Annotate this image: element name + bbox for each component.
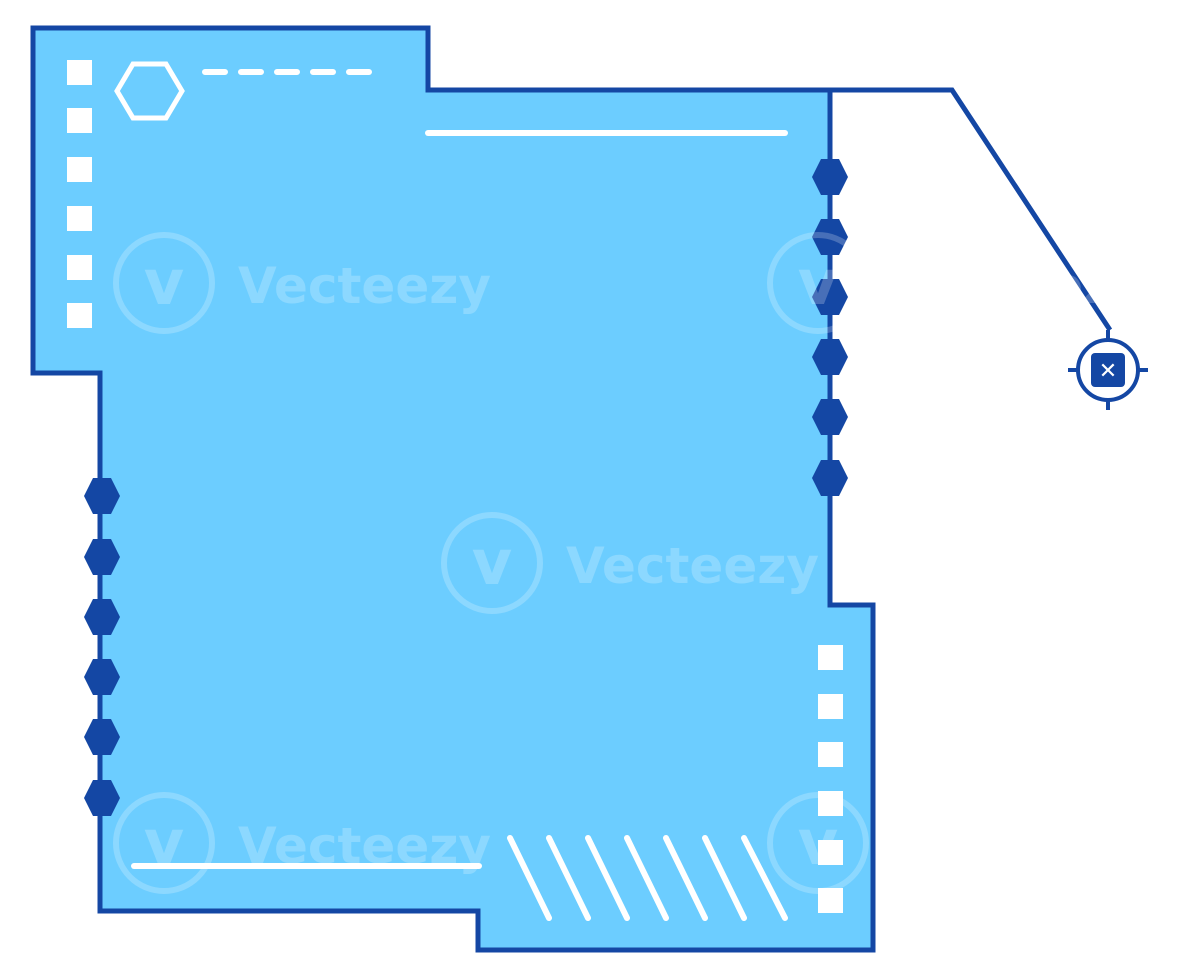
square-marker — [67, 157, 92, 182]
hatch-line — [624, 835, 669, 921]
watermark-logo-glyph: v — [798, 246, 838, 319]
watermark-logo-icon — [767, 232, 869, 334]
connector-line — [830, 87, 1113, 332]
square-marker — [67, 303, 92, 328]
watermark: v Vecteezy — [113, 792, 491, 894]
watermark-logo-icon — [441, 512, 543, 614]
square-marker — [818, 742, 843, 767]
watermark: v Vecteezy — [113, 232, 491, 334]
watermark: v Vecteezy — [767, 232, 1145, 334]
square-marker — [67, 255, 92, 280]
hatch-line — [663, 835, 708, 921]
watermark-text: Vecteezy — [892, 257, 1145, 315]
left-square-column — [67, 60, 92, 328]
hatch-line — [507, 835, 552, 921]
hatch-line — [546, 835, 591, 921]
hud-panel — [30, 25, 876, 953]
close-x-icon — [1091, 353, 1125, 387]
hexagon-rivet-icon — [84, 478, 120, 514]
hexagon-rivet-icon — [84, 659, 120, 695]
hatch-line — [741, 835, 788, 921]
watermark-logo-glyph: v — [144, 806, 184, 879]
watermark-logo-icon — [113, 232, 215, 334]
watermark-logo-glyph: v — [798, 806, 838, 879]
hexagon-outline-icon — [114, 61, 185, 121]
hexagon-rivet-icon — [812, 460, 848, 496]
right-rivet-column — [812, 159, 848, 496]
watermark-text: Vecteezy — [238, 817, 491, 875]
square-marker — [818, 888, 843, 913]
watermark-text: Vecteezy — [238, 257, 491, 315]
hexagon-rivet-icon — [84, 539, 120, 575]
square-marker — [67, 108, 92, 133]
watermark-logo-glyph: v — [144, 246, 184, 319]
square-marker — [818, 645, 843, 670]
watermark: v Vecteezy — [441, 512, 819, 614]
left-rivet-column — [84, 478, 120, 816]
crosshair-target-icon: ✕ — [1068, 330, 1148, 410]
hatch-line — [585, 835, 630, 921]
hexagon-rivet-icon — [84, 719, 120, 755]
hexagon-rivet-icon — [84, 780, 120, 816]
hexagon-rivet-icon — [812, 279, 848, 315]
square-marker — [67, 60, 92, 85]
diagonal-hatching — [507, 835, 788, 921]
square-marker — [818, 791, 843, 816]
watermark-logo-icon — [767, 792, 869, 894]
square-marker — [818, 694, 843, 719]
watermark-layer: v Vecteezy v Vecteezy v Vecteezy v Vecte… — [113, 232, 1145, 894]
hexagon-rivet-icon — [812, 219, 848, 255]
close-x-glyph: ✕ — [1099, 359, 1117, 384]
hexagon-rivet-icon — [812, 399, 848, 435]
watermark-logo-icon — [113, 792, 215, 894]
hexagon-rivet-icon — [812, 159, 848, 195]
right-square-column — [818, 645, 843, 913]
square-marker — [818, 840, 843, 865]
hexagon-rivet-icon — [84, 599, 120, 635]
watermark: v Vecteezy — [767, 792, 1145, 894]
hexagon-rivet-icon — [812, 339, 848, 375]
watermark-logo-glyph: v — [472, 526, 512, 599]
hatch-line — [702, 835, 747, 921]
watermark-text: Vecteezy — [892, 817, 1145, 875]
watermark-text: Vecteezy — [566, 537, 819, 595]
square-marker — [67, 206, 92, 231]
